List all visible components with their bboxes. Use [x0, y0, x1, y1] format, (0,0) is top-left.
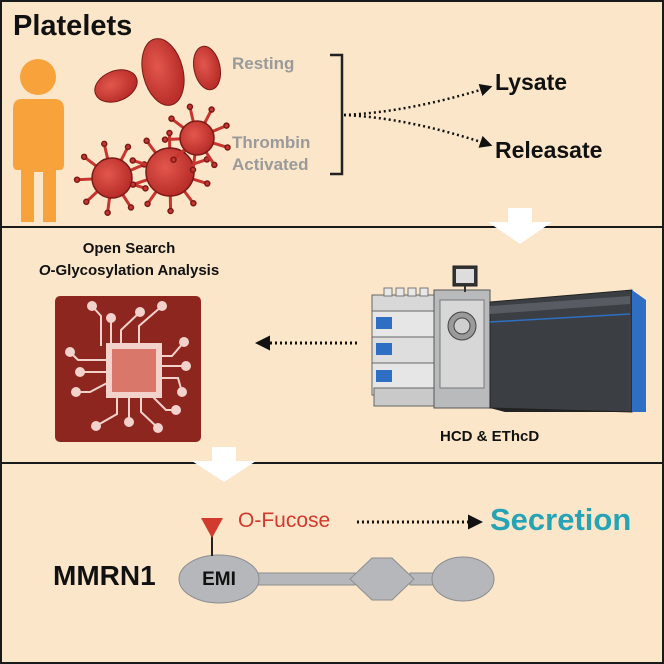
person-icon — [13, 59, 64, 222]
flow-arrow-down-icon — [192, 447, 256, 482]
modification-label: O-Fucose — [238, 509, 331, 532]
activated-platelet-icon — [73, 103, 231, 216]
arrow-to-releasate — [343, 113, 493, 148]
instrument-label: HCD & EThcD — [440, 428, 540, 445]
activated-label: Activated — [232, 155, 309, 174]
circuit-chip-icon — [55, 296, 201, 442]
analysis-title-o: O — [38, 262, 51, 279]
sample-bracket — [330, 53, 344, 176]
resting-label: Resting — [232, 54, 295, 73]
analysis-title-line-2: O-Glycosylation Analysis — [0, 262, 258, 279]
protein-name: MMRN1 — [53, 560, 156, 591]
analysis-title-rest: -Glycosylation Analysis — [50, 262, 220, 279]
lysate-label: Lysate — [495, 69, 568, 95]
panel-title: Platelets — [13, 10, 133, 42]
flow-arrow-down-icon — [488, 208, 552, 244]
secretion-label: Secretion — [490, 502, 632, 537]
mmrn1-protein-diagram — [178, 518, 495, 604]
thrombin-label: Thrombin — [232, 133, 311, 152]
releasate-label: Releasate — [495, 137, 603, 163]
fucose-triangle-icon — [201, 518, 223, 538]
panel-3-background — [0, 462, 664, 664]
domain-label: EMI — [202, 569, 236, 590]
mass-spectrometer-icon — [371, 265, 646, 413]
resting-platelet-icon — [94, 38, 222, 106]
analysis-title-line-1: Open Search — [82, 240, 176, 257]
arrow-to-lysate — [343, 84, 493, 117]
